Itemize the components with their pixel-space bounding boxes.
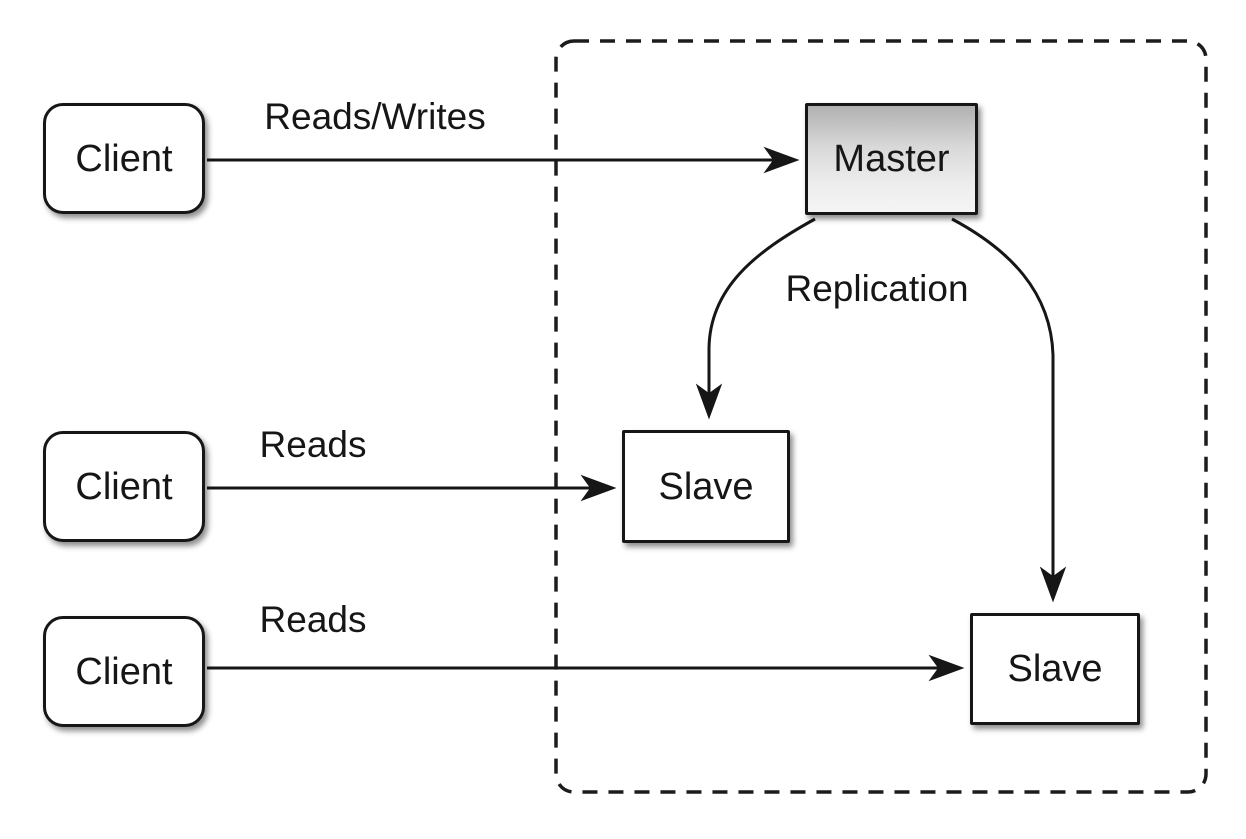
arrow-replication-right [951,217,1067,603]
slave-node-right: Slave [970,613,1140,725]
replication-cluster-boundary [554,39,1208,794]
client-node-top-label: Client [75,137,173,180]
slave-node-left: Slave [622,430,790,543]
client-node-bottom-label: Client [75,650,173,693]
slave-node-right-label: Slave [1007,648,1103,690]
slave-node-left-label: Slave [658,465,754,508]
master-node-label: Master [833,138,950,180]
edge-label-reads-bottom: Reads [259,599,367,640]
edge-label-replication: Replication [785,268,969,309]
edge-label-reads-middle: Reads [259,424,367,465]
arrow-replication-left [695,217,816,420]
client-node-top: Client [43,103,205,214]
client-node-middle-label: Client [75,465,173,508]
client-node-middle: Client [43,431,205,542]
edge-label-reads-writes: Reads/Writes [264,96,486,137]
master-node: Master [805,103,978,215]
client-node-bottom: Client [43,616,205,727]
